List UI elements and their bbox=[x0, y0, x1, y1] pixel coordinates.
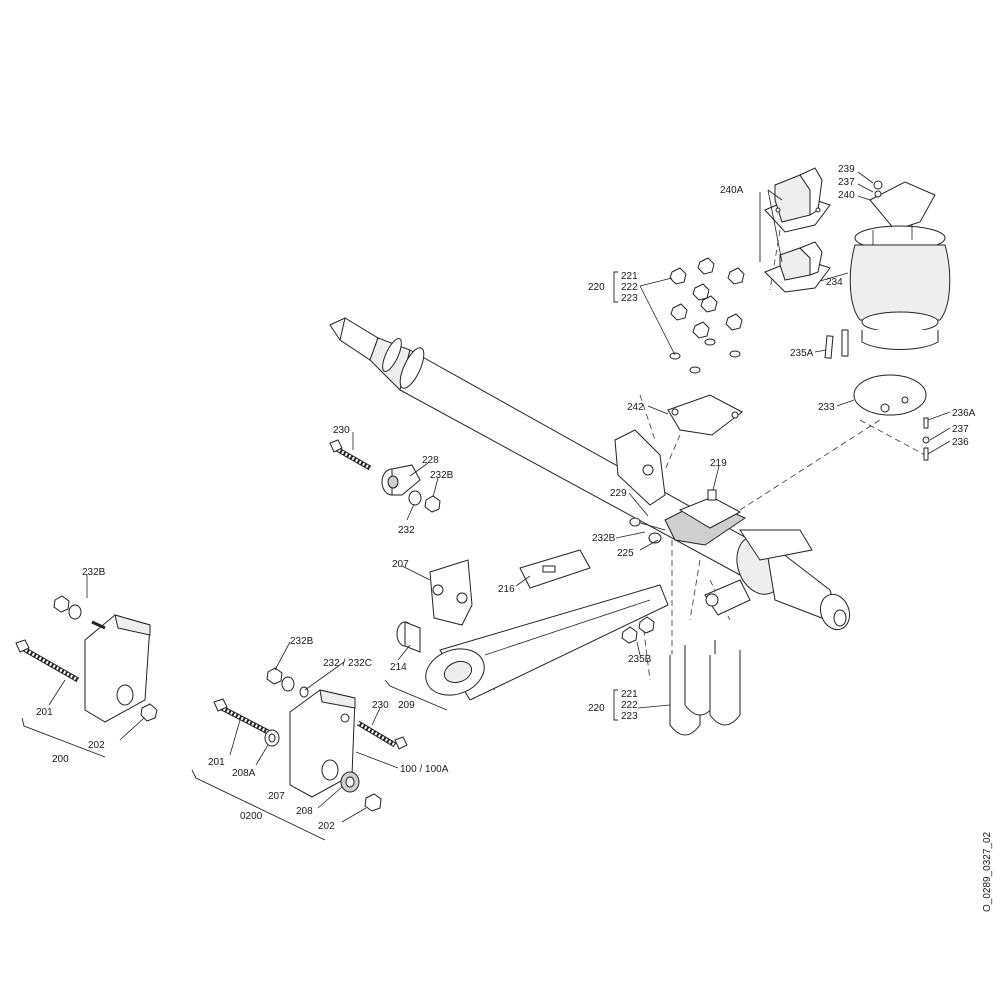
u-bolts-lower bbox=[669, 640, 741, 736]
label-100-100A: 100 / 100A bbox=[400, 764, 449, 775]
mounting-bracket-240A-upper bbox=[764, 167, 831, 233]
bolt-201-center bbox=[213, 698, 270, 735]
label-230-lower: 230 bbox=[372, 700, 389, 711]
washer-232 bbox=[408, 490, 422, 506]
bolt-235A bbox=[824, 329, 849, 359]
label-228: 228 bbox=[422, 455, 439, 466]
nuts-235B bbox=[621, 616, 655, 644]
label-232: 232 bbox=[398, 525, 415, 536]
nut-232B-upper bbox=[424, 495, 441, 513]
label-201-center: 201 bbox=[208, 757, 225, 768]
label-207-lower: 207 bbox=[268, 791, 285, 802]
drawing-id: O_0289_0327_02 bbox=[982, 831, 993, 912]
bracket-207 bbox=[429, 559, 473, 626]
part-labels: 239 237 240 240A 221 222 223 220 234 235… bbox=[36, 164, 993, 912]
label-222-top: 222 bbox=[621, 282, 638, 293]
label-235B: 235B bbox=[628, 654, 652, 665]
bolt-201-left bbox=[15, 639, 80, 683]
bolt-229 bbox=[629, 517, 666, 544]
small-fasteners-236 bbox=[922, 417, 930, 461]
axle-beam bbox=[329, 317, 751, 576]
bracket-upright bbox=[614, 429, 666, 506]
plate-216 bbox=[519, 549, 591, 589]
washer-208A bbox=[264, 729, 280, 747]
label-232B-center: 232B bbox=[290, 636, 314, 647]
label-237-right: 237 bbox=[952, 424, 969, 435]
label-208A: 208A bbox=[232, 768, 256, 779]
label-220-top: 220 bbox=[588, 282, 605, 293]
piston-plate-233 bbox=[853, 374, 927, 416]
label-236A: 236A bbox=[952, 408, 976, 419]
label-233: 233 bbox=[818, 402, 835, 413]
clamp-plate-219 bbox=[664, 489, 747, 546]
label-240: 240 bbox=[838, 190, 855, 201]
label-240A: 240A bbox=[720, 185, 744, 196]
label-207-upper: 207 bbox=[392, 559, 409, 570]
label-232B-mid: 232B bbox=[592, 533, 616, 544]
label-223-bottom: 223 bbox=[621, 711, 638, 722]
bushing-214 bbox=[396, 621, 421, 653]
label-236: 236 bbox=[952, 437, 969, 448]
label-225: 225 bbox=[617, 548, 634, 559]
group-brackets bbox=[21, 192, 761, 841]
label-230-upper: 230 bbox=[333, 425, 350, 436]
top-plate-240 bbox=[869, 180, 936, 231]
nut-cluster-top bbox=[669, 257, 745, 374]
hanger-bracket-200 bbox=[53, 595, 158, 723]
washer-208 bbox=[340, 771, 360, 793]
mounting-bracket-240A-lower bbox=[764, 241, 831, 293]
air-spring-234 bbox=[849, 225, 951, 350]
label-209: 209 bbox=[398, 700, 415, 711]
bushing-228 bbox=[381, 464, 421, 496]
hanger-bracket-0200 bbox=[266, 667, 356, 798]
label-232-232C: 232 / 232C bbox=[323, 658, 372, 669]
label-201-left: 201 bbox=[36, 707, 53, 718]
label-222-bottom: 222 bbox=[621, 700, 638, 711]
label-235A: 235A bbox=[790, 348, 814, 359]
nut-202-center bbox=[364, 793, 382, 812]
label-234: 234 bbox=[826, 277, 843, 288]
label-216: 216 bbox=[498, 584, 515, 595]
bolt-230-upper bbox=[329, 439, 372, 471]
label-202-center: 202 bbox=[318, 821, 335, 832]
pad-242 bbox=[667, 394, 743, 436]
label-214: 214 bbox=[390, 662, 407, 673]
label-220-bottom: 220 bbox=[588, 703, 605, 714]
label-219: 219 bbox=[710, 458, 727, 469]
label-232B-left: 232B bbox=[82, 567, 106, 578]
axle-spindle-hub bbox=[704, 529, 851, 631]
label-242: 242 bbox=[627, 402, 644, 413]
bolt-230-lower bbox=[356, 720, 408, 750]
label-221-top: 221 bbox=[621, 271, 638, 282]
label-223-top: 223 bbox=[621, 293, 638, 304]
label-237-top: 237 bbox=[838, 177, 855, 188]
label-202-left: 202 bbox=[88, 740, 105, 751]
label-232B-upper: 232B bbox=[430, 470, 454, 481]
label-239: 239 bbox=[838, 164, 855, 175]
label-208: 208 bbox=[296, 806, 313, 817]
label-0200: 0200 bbox=[240, 811, 263, 822]
trailing-arm-209 bbox=[425, 584, 669, 701]
leader-lines bbox=[48, 171, 951, 823]
label-200: 200 bbox=[52, 754, 69, 765]
label-221-bottom: 221 bbox=[621, 689, 638, 700]
label-229: 229 bbox=[610, 488, 627, 499]
